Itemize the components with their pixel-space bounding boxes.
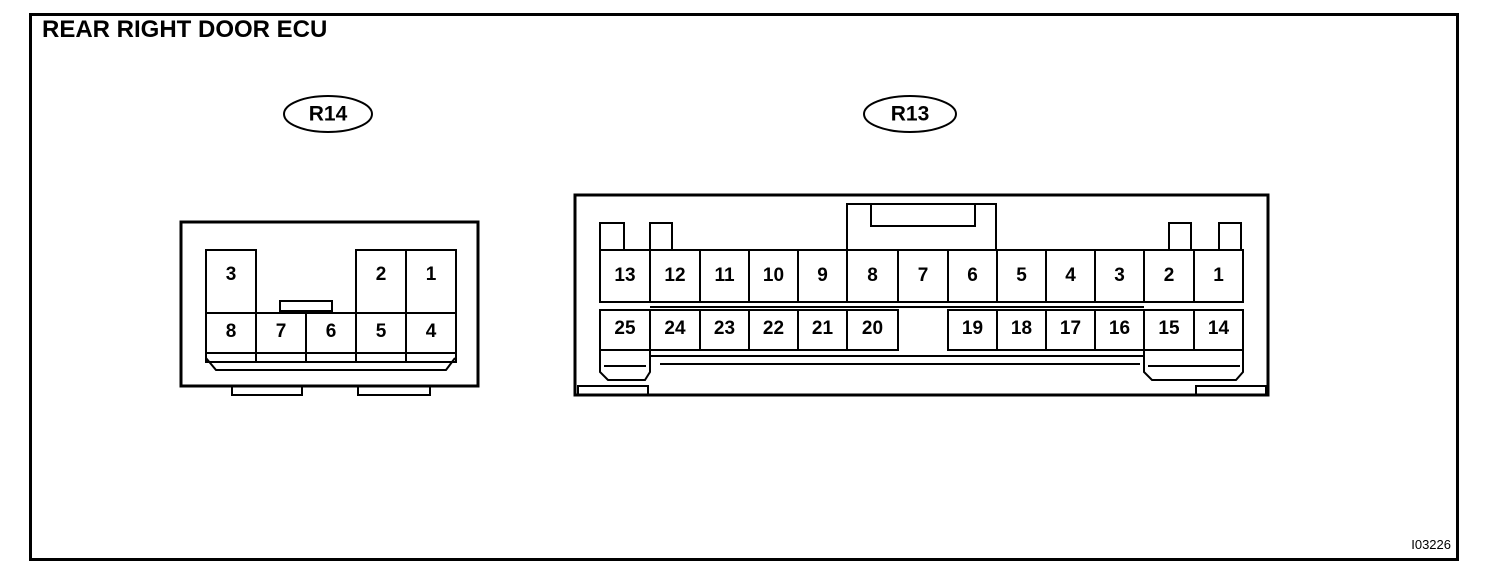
latch-post (1168, 222, 1192, 251)
connector-name: R13 (891, 103, 930, 126)
pin-label: 9 (817, 265, 828, 286)
pin-label: 8 (867, 265, 878, 286)
pin-label: 17 (1060, 318, 1081, 339)
connector-name: R14 (309, 103, 348, 126)
pin-label: 1 (1213, 265, 1224, 286)
pin-label: 7 (276, 321, 287, 342)
pin-label: 4 (426, 321, 437, 342)
connector-foot (231, 385, 303, 396)
connector-key-slot (870, 203, 976, 227)
pin-label: 13 (614, 265, 635, 286)
pin-label: 6 (326, 321, 337, 342)
pin-label: 5 (1016, 265, 1027, 286)
pin-label: 20 (862, 318, 883, 339)
pin-label: 23 (714, 318, 735, 339)
pin-cell (846, 309, 899, 351)
connector-housing (179, 220, 480, 388)
latch-post (649, 222, 673, 251)
pin-label: 8 (226, 321, 237, 342)
connector-foot (577, 385, 649, 396)
connector-latch (279, 300, 333, 312)
pin-label: 2 (1164, 265, 1175, 286)
pin-label: 12 (664, 265, 685, 286)
latch-post (599, 222, 625, 251)
latch-post (1218, 222, 1242, 251)
pin-label: 5 (376, 321, 387, 342)
pin-cell (1193, 249, 1244, 303)
pin-label: 2 (376, 264, 387, 285)
pin-label: 3 (1114, 265, 1125, 286)
pin-label: 16 (1109, 318, 1130, 339)
end-tab (1143, 350, 1244, 381)
pin-label: 1 (426, 264, 437, 285)
pin-label: 7 (918, 265, 929, 286)
pin-cell (1193, 309, 1244, 351)
connector-foot (357, 385, 431, 396)
connector-label-oval (283, 95, 373, 133)
pin-label: 14 (1208, 318, 1230, 339)
pin-label: 11 (714, 265, 735, 286)
pin-label: 21 (812, 318, 834, 339)
pin-label: 25 (614, 318, 636, 339)
diagram-title: REAR RIGHT DOOR ECU (42, 16, 328, 43)
connector-label-oval (863, 95, 957, 133)
pin-label: 10 (763, 265, 784, 286)
connector-shelf (205, 357, 456, 371)
connector-foot (1195, 385, 1267, 396)
pin-label: 19 (962, 318, 983, 339)
connector-housing (573, 193, 1270, 397)
pin-label: 15 (1158, 318, 1180, 339)
reference-code: I03226 (1411, 537, 1451, 552)
diagram-frame (29, 13, 1459, 561)
pin-cell (405, 312, 457, 363)
pin-label: 22 (763, 318, 784, 339)
connector-r14: R14 3 2 1 8 7 6 5 4 (179, 95, 480, 396)
pin-label: 24 (664, 318, 686, 339)
pin-label: 18 (1011, 318, 1032, 339)
end-tab (599, 350, 651, 381)
pin-label: 3 (226, 264, 237, 285)
pin-label: 4 (1065, 265, 1076, 286)
pin-label: 6 (967, 265, 978, 286)
